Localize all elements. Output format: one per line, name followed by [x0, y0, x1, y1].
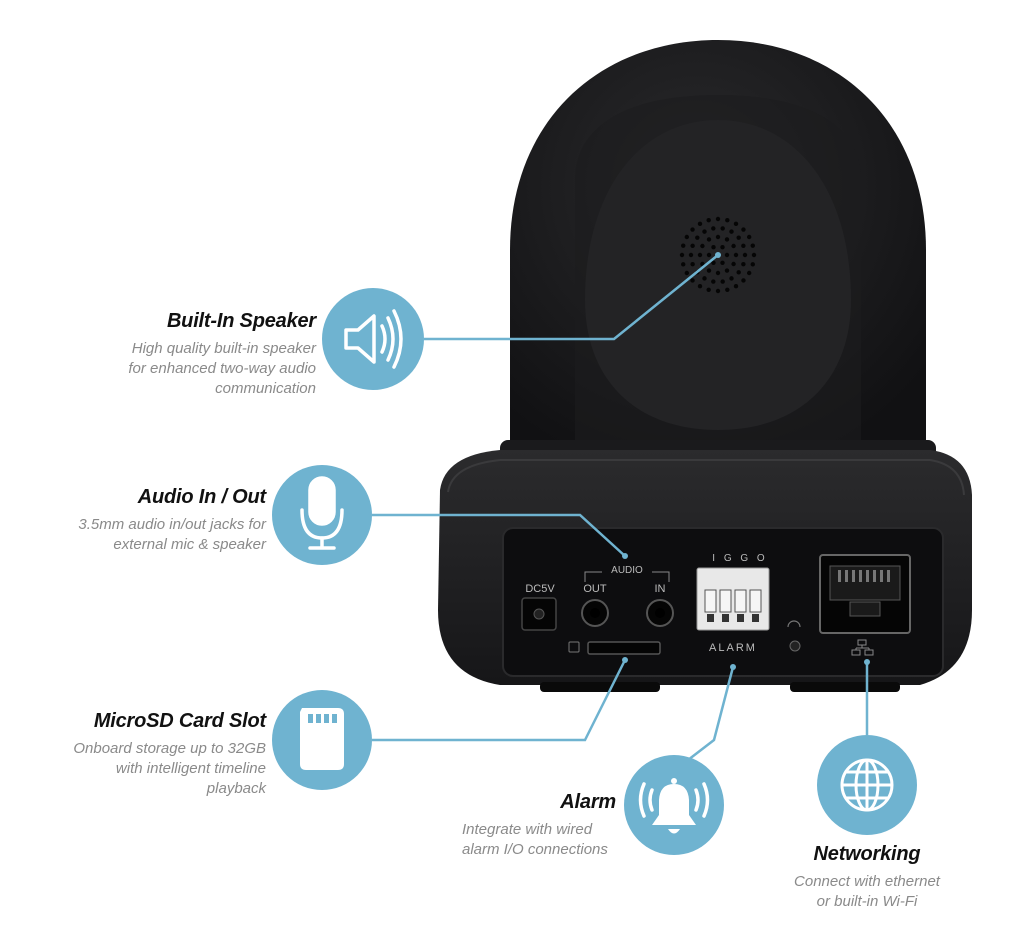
audio-desc-line-2: external mic & speaker [113, 536, 266, 553]
dc-label: DC5V [525, 583, 555, 595]
alarm-title: Alarm [560, 791, 616, 813]
audio-title: Audio In / Out [137, 486, 266, 508]
alarm-desc-line-1: Integrate with wired [462, 821, 593, 838]
speaker-desc-line-1: High quality built-in speaker [131, 340, 316, 357]
speaker-desc-line-2: for enhanced two-way audio [128, 360, 316, 377]
feature-alarm-title: Alarm [440, 791, 616, 814]
microsd-callout-line [372, 659, 627, 742]
networking-desc-line-2: or built-in Wi-Fi [816, 893, 918, 910]
microsd-slot [587, 641, 661, 655]
networking-title: Networking [813, 843, 921, 865]
reset-button [789, 640, 801, 652]
alarm-callout-line [687, 666, 735, 761]
speaker-desc-line-3: communication [215, 380, 316, 397]
sd-card-icon [272, 690, 372, 790]
microsd-title: MicroSD Card Slot [93, 710, 266, 732]
speaker-callout-line [424, 254, 719, 341]
microsd-desc-line-2: with intelligent timeline [115, 760, 266, 777]
alarm-pins-label: I G G O [712, 553, 767, 564]
alarm-label: ALARM [709, 642, 757, 654]
audio-out-label: OUT [583, 583, 607, 595]
microphone-icon [272, 465, 372, 565]
network-symbol [851, 639, 874, 656]
alarm-terminal [696, 567, 770, 631]
audio-desc-line-1: 3.5mm audio in/out jacks for [78, 516, 266, 533]
feature-microsd: MicroSD Card Slot Onboard storage up to … [10, 710, 266, 799]
audio-callout-line [372, 513, 626, 557]
audio-group-label: AUDIO [611, 565, 643, 576]
rear-panel: DC5V OUT IN AUDIO I G G O ALARM [521, 553, 911, 692]
feature-audio: Audio In / Out 3.5mm audio in/out jacks … [10, 486, 266, 555]
callout-lines [372, 254, 869, 761]
speaker-title: Built-In Speaker [166, 310, 316, 332]
alarm-desc-line-2: alarm I/O connections [462, 841, 608, 858]
networking-desc-line-1: Connect with ethernet [794, 873, 940, 890]
speaker-icon [322, 288, 424, 390]
feature-alarm-desc: Integrate with wired alarm I/O connectio… [462, 820, 642, 860]
microsd-desc-line-1: Onboard storage up to 32GB [73, 740, 266, 757]
globe-icon [817, 735, 917, 835]
bell-icon [624, 755, 724, 855]
audio-in-label: IN [655, 583, 666, 595]
microsd-desc-line-3: playback [206, 780, 266, 797]
feature-networking: Networking Connect with ethernet or buil… [757, 843, 977, 912]
feature-speaker: Built-In Speaker High quality built-in s… [60, 310, 316, 399]
